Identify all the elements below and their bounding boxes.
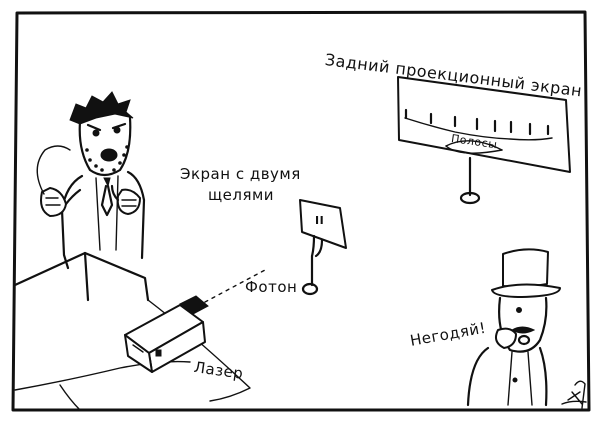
double-slit-label-line2: щелями xyxy=(208,186,275,204)
double-slit-label-line1: Экран с двумя xyxy=(180,165,301,183)
photon-label: Фотон xyxy=(245,278,298,296)
double-slit-screen xyxy=(299,199,347,296)
artist-signature xyxy=(561,391,587,405)
photon-path xyxy=(204,269,266,303)
top-hat-villain xyxy=(466,248,586,409)
rear-projection-screen xyxy=(397,76,571,205)
slit-symbol: II xyxy=(315,214,325,227)
laser-device xyxy=(124,295,209,373)
angry-scientist xyxy=(36,91,146,270)
panel-border xyxy=(11,10,591,412)
